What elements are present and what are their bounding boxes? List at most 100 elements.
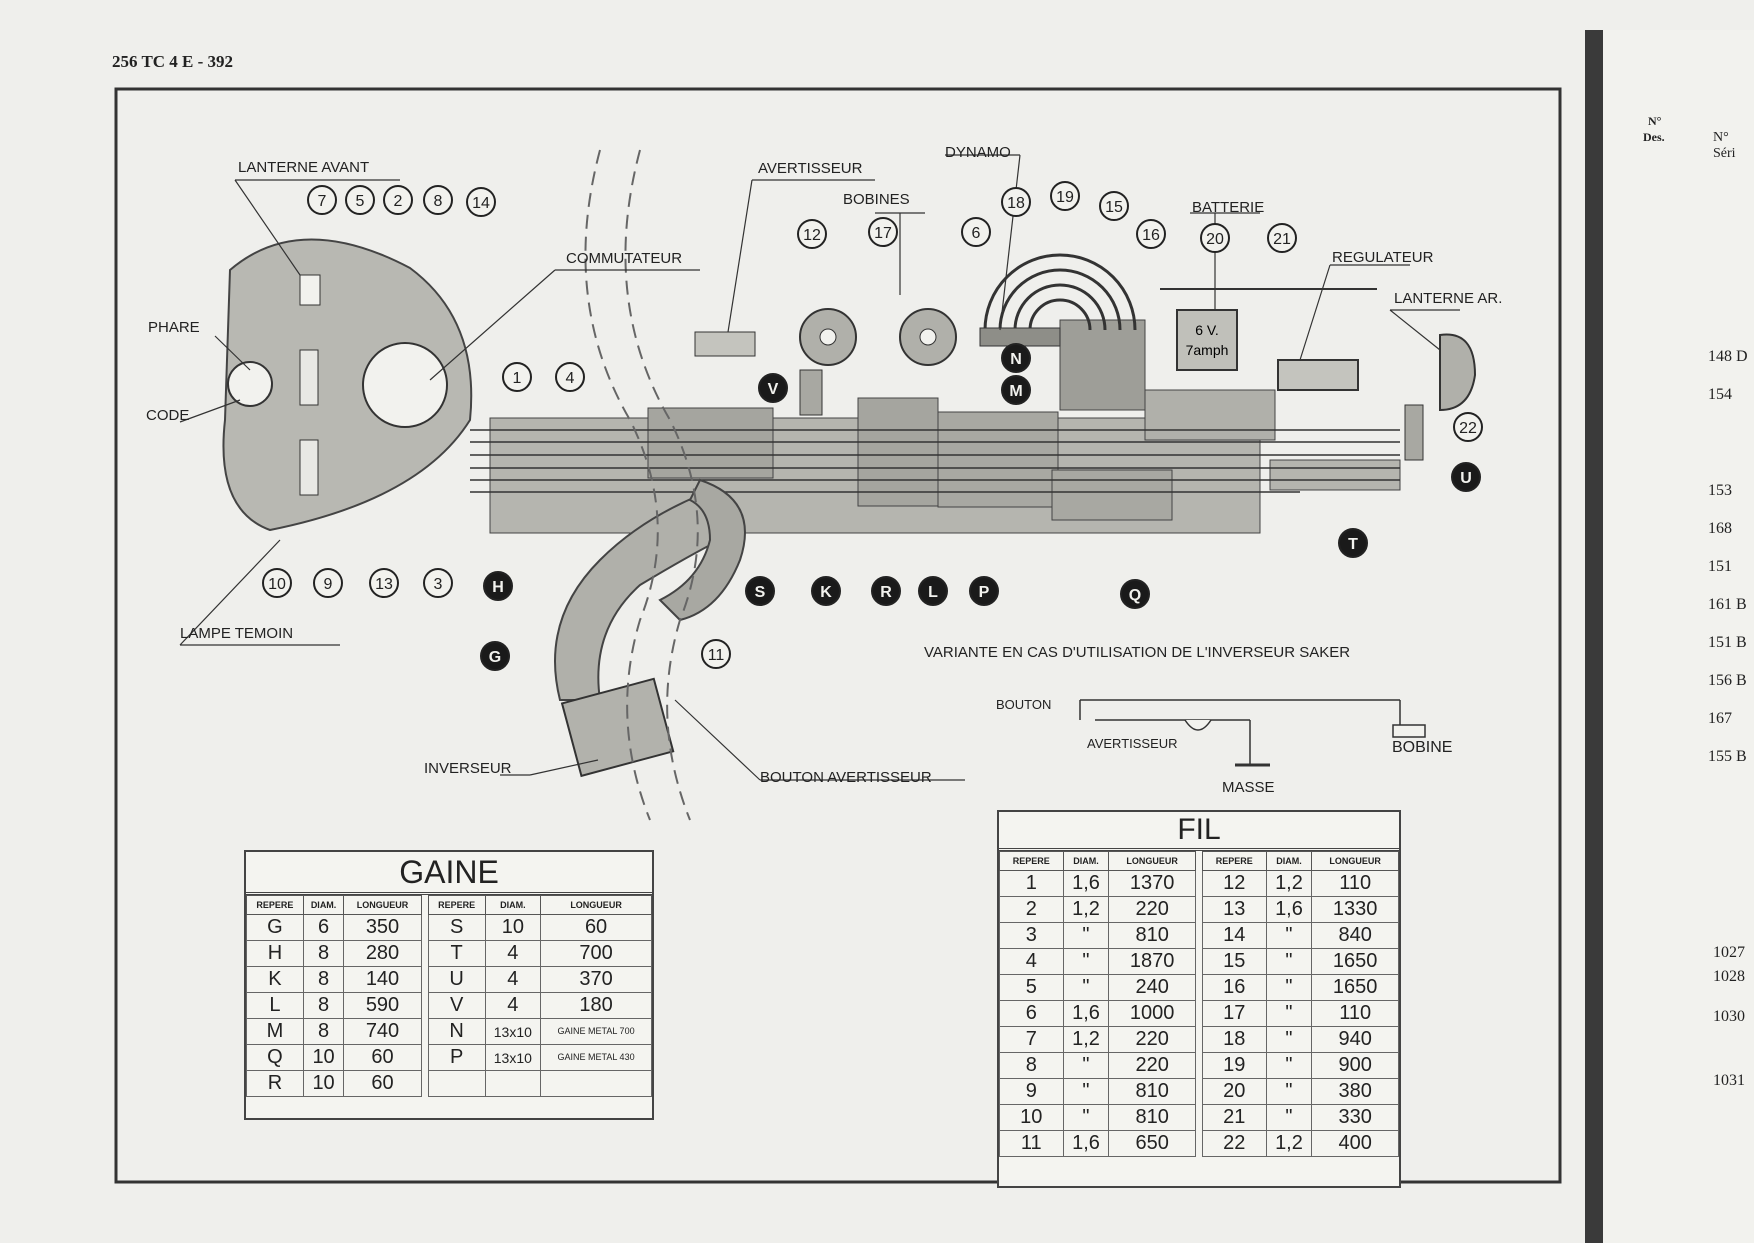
wire-marker-label: 1 bbox=[513, 370, 522, 387]
adjacent-number: 161 B bbox=[1708, 596, 1747, 613]
label-lanterne-ar: LANTERNE AR. bbox=[1394, 290, 1502, 307]
sheath-marker-label: R bbox=[880, 584, 892, 601]
diagram-labels: LANTERNE AVANT PHARE CODE COMMUTATEUR AV… bbox=[146, 144, 1502, 786]
harness-block-3 bbox=[937, 411, 1059, 508]
battery-icon bbox=[1176, 309, 1238, 371]
sheath-marker-v bbox=[758, 373, 788, 403]
wire-marker-label: 6 bbox=[972, 225, 981, 242]
fil-cell: 11 bbox=[999, 1130, 1064, 1157]
wire-marker-label: 22 bbox=[1459, 420, 1477, 437]
gaine-cell: 60 bbox=[343, 1070, 422, 1097]
gaine-cell: S bbox=[427, 914, 486, 941]
wire-marker-label: 19 bbox=[1056, 189, 1074, 206]
fil-cell: 1 bbox=[999, 870, 1064, 897]
sheath-marker-l bbox=[918, 576, 948, 606]
sheath-marker-label: S bbox=[755, 584, 766, 601]
wire-marker-5 bbox=[345, 185, 375, 215]
label-masse: MASSE bbox=[1222, 779, 1275, 796]
adjacent-number: 167 bbox=[1708, 710, 1732, 727]
fil-cell: 15 bbox=[1201, 948, 1267, 975]
fil-cell: " bbox=[1062, 922, 1110, 949]
sheath-marker-label: V bbox=[768, 381, 779, 398]
gaine-cell: 8 bbox=[302, 966, 345, 993]
sheath-v bbox=[799, 369, 823, 416]
gaine-cell: G bbox=[246, 914, 304, 941]
fil-cell: 8 bbox=[999, 1052, 1064, 1079]
adjacent-number: 151 bbox=[1708, 558, 1732, 575]
wire-marker-13 bbox=[369, 568, 399, 598]
fil-header: LONGUEUR bbox=[1108, 851, 1196, 871]
fil-cell: 1,6 bbox=[1062, 1130, 1110, 1157]
gaine-header: DIAM. bbox=[484, 895, 542, 915]
sheath-marker-k bbox=[811, 576, 841, 606]
wire-marker-label: 9 bbox=[324, 576, 333, 593]
fil-cell: 1,2 bbox=[1062, 896, 1110, 923]
fil-cell: 1,6 bbox=[1062, 870, 1110, 897]
gaine-cell: Q bbox=[246, 1044, 304, 1071]
gaine-cell: 370 bbox=[540, 966, 652, 993]
resistor-1 bbox=[299, 349, 319, 406]
resistor-2 bbox=[299, 439, 319, 496]
leader-lines bbox=[179, 154, 1460, 781]
wire-marker-20 bbox=[1200, 223, 1230, 253]
harness-block-4 bbox=[1051, 469, 1173, 521]
gaine-cell: 700 bbox=[540, 940, 652, 967]
gaine-header: LONGUEUR bbox=[540, 895, 652, 915]
label-regulateur: REGULATEUR bbox=[1332, 249, 1434, 266]
label-batterie: BATTERIE bbox=[1192, 199, 1264, 216]
regulator-icon bbox=[1277, 359, 1359, 391]
wire-marker-15 bbox=[1099, 191, 1129, 221]
label-bobines: BOBINES bbox=[843, 191, 910, 208]
fil-cell: 1650 bbox=[1311, 974, 1399, 1001]
wire-marker-9 bbox=[313, 568, 343, 598]
sheath-marker-g bbox=[480, 641, 510, 671]
fil-cell: " bbox=[1062, 1052, 1110, 1079]
label-phare: PHARE bbox=[148, 319, 200, 336]
wire-marker-label: 16 bbox=[1142, 227, 1160, 244]
fil-cell: 220 bbox=[1108, 1026, 1196, 1053]
gaine-cell: 740 bbox=[343, 1018, 422, 1045]
fil-cell: 17 bbox=[1201, 1000, 1267, 1027]
wire-marker-label: 5 bbox=[356, 193, 365, 210]
wire-marker-label: 7 bbox=[318, 193, 327, 210]
gaine-header: REPERE bbox=[246, 895, 304, 915]
gaine-cell bbox=[427, 1070, 486, 1097]
wire-marker-11 bbox=[701, 639, 731, 669]
wire-marker-label: 14 bbox=[472, 195, 490, 212]
adjacent-number: 1028 bbox=[1713, 968, 1745, 985]
adjacent-number: 154 bbox=[1708, 386, 1732, 403]
sheath-marker-m bbox=[1001, 375, 1031, 405]
gaine-cell: 8 bbox=[302, 940, 345, 967]
wire-marker-3 bbox=[423, 568, 453, 598]
label-lampe-temoin: LAMPE TEMOIN bbox=[180, 625, 293, 642]
fil-cell: " bbox=[1062, 974, 1110, 1001]
gaine-cell: 10 bbox=[302, 1044, 345, 1071]
fil-header: LONGUEUR bbox=[1311, 851, 1399, 871]
fil-header: REPERE bbox=[999, 851, 1064, 871]
gaine-cell: 280 bbox=[343, 940, 422, 967]
gaine-cell: M bbox=[246, 1018, 304, 1045]
fil-cell: 900 bbox=[1311, 1052, 1399, 1079]
dynamo-block bbox=[1059, 319, 1146, 411]
adjacent-number: 168 bbox=[1708, 520, 1732, 537]
fil-cell: 9 bbox=[999, 1078, 1064, 1105]
adjacent-number: 148 D bbox=[1708, 348, 1748, 365]
fil-cell: " bbox=[1265, 948, 1313, 975]
svg-text:7amph: 7amph bbox=[1186, 342, 1229, 358]
fil-cell: 1330 bbox=[1311, 896, 1399, 923]
harness-block-2 bbox=[857, 397, 939, 507]
harness-block-1 bbox=[647, 407, 774, 479]
gaine-header: LONGUEUR bbox=[343, 895, 422, 915]
fil-title: FIL bbox=[999, 812, 1399, 851]
gaine-cell: 590 bbox=[343, 992, 422, 1019]
wire-marker-label: 15 bbox=[1105, 199, 1123, 216]
fil-cell: " bbox=[1062, 1078, 1110, 1105]
label-commutateur: COMMUTATEUR bbox=[566, 250, 682, 267]
